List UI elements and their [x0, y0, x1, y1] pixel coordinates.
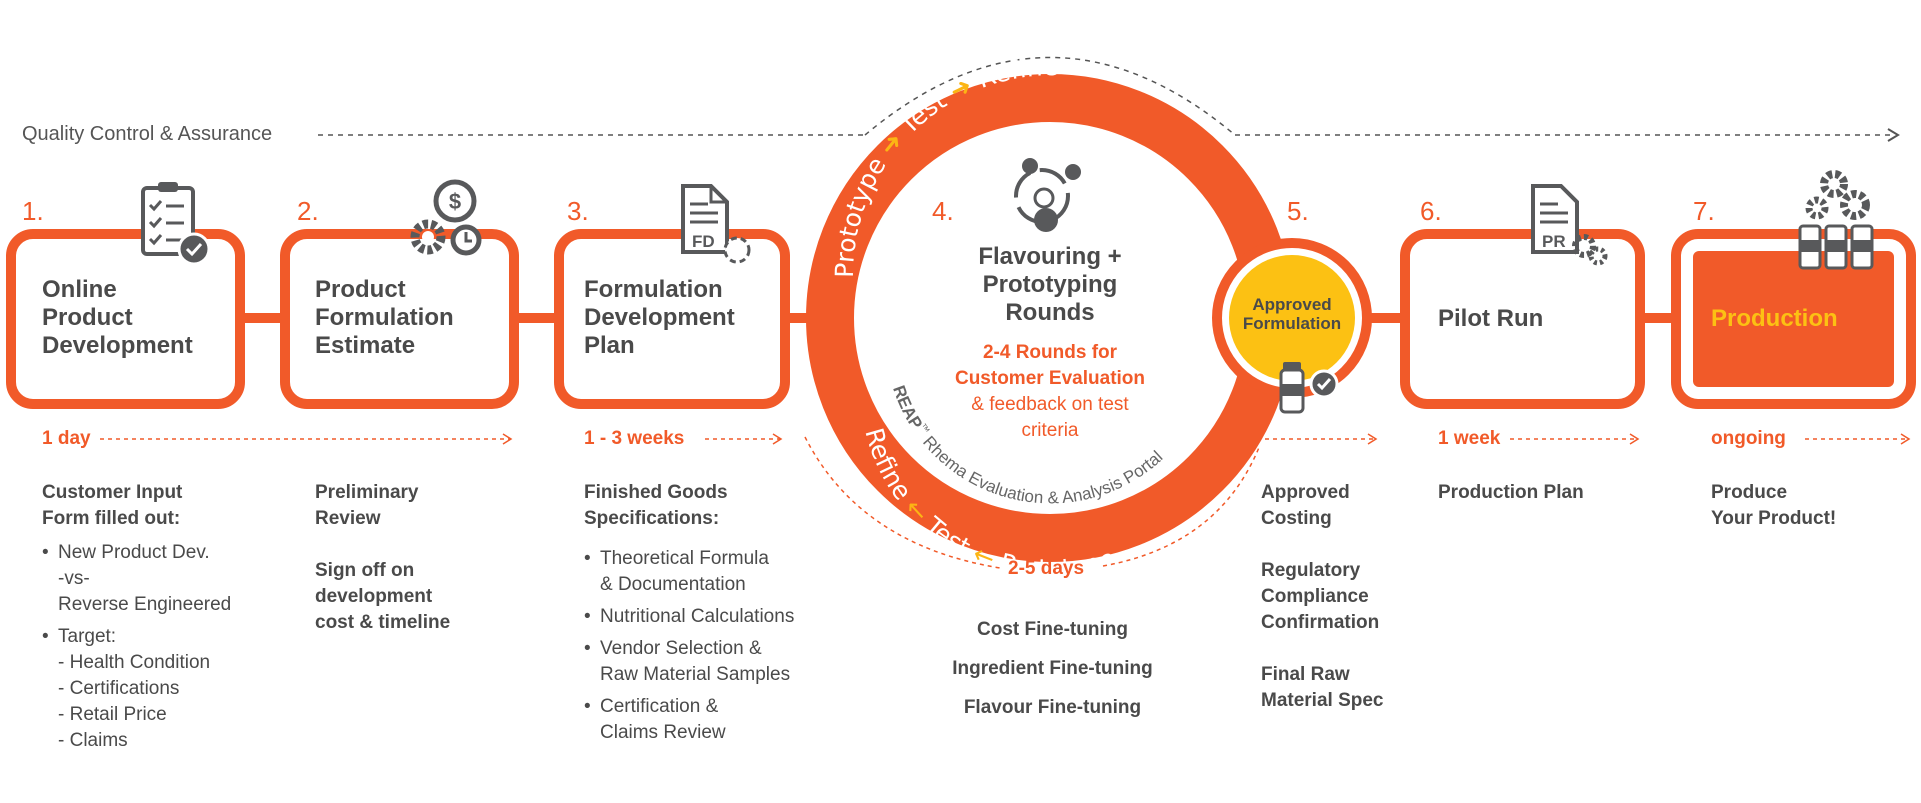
step-3-title: Formulation Development Plan — [584, 276, 735, 359]
step-1-box — [6, 229, 245, 409]
step-2-details: Preliminary Review Sign off on developme… — [315, 480, 545, 636]
factory-bottles-icon — [1798, 170, 1874, 270]
step-3-number: 3. — [567, 196, 589, 226]
qc-label: Quality Control & Assurance — [22, 123, 273, 145]
approved-formulation-disc — [1229, 255, 1355, 381]
step-4-number: 4. — [932, 196, 954, 226]
svg-text:PR: PR — [1542, 232, 1566, 251]
step-4-subtitle: & feedback on test criteria — [971, 394, 1129, 441]
list-item: Certification & Claims Review — [584, 694, 864, 746]
step-6-number: 6. — [1420, 196, 1442, 226]
gears-dollar-icon: $ — [410, 179, 482, 256]
step-3-box — [554, 229, 790, 409]
step-1-title: Online Product Development — [42, 276, 193, 359]
bottle-check-icon — [1279, 362, 1339, 414]
step-1-heading: Customer Input Form filled out: — [42, 482, 183, 529]
step-4-details: Cost Fine-tuning Ingredient Fine-tuning … — [915, 617, 1190, 721]
step-2-title: Product Formulation Estimate — [315, 276, 454, 359]
step-4-item: Flavour Fine-tuning — [963, 697, 1142, 718]
step-4-item: Ingredient Fine-tuning — [952, 658, 1153, 679]
step-2-number: 2. — [297, 196, 319, 226]
step-4-item: Cost Fine-tuning — [977, 619, 1128, 640]
connector-5-6 — [1370, 313, 1405, 323]
list-item: New Product Dev. -vs- Reverse Engineered — [42, 540, 282, 618]
duration-step-3: 1 - 3 weeks — [584, 428, 685, 449]
step-2-line-2: Sign off on development cost & timeline — [315, 560, 451, 633]
connector-1-2 — [240, 313, 285, 323]
step-5-item: Regulatory Compliance Confirmation — [1261, 560, 1380, 633]
step-6-details: Production Plan — [1438, 482, 1584, 503]
step-5-number: 5. — [1287, 196, 1309, 226]
qc-arrowhead — [1887, 128, 1900, 142]
step-2-line-1: Preliminary Review — [315, 482, 419, 529]
svg-text:$: $ — [449, 189, 461, 214]
step-7-title: Production — [1711, 305, 1838, 332]
cycle-lemon-icon — [1014, 158, 1081, 232]
step-3-details: Finished Goods Specifications: Theoretic… — [584, 480, 864, 752]
duration-step-1: 1 day — [42, 428, 91, 449]
step-5-title: Approved Formulation — [1242, 295, 1342, 333]
step-5-item: Approved Costing — [1261, 482, 1350, 529]
step-5-details: Approved Costing Regulatory Compliance C… — [1261, 480, 1421, 714]
step-7-number: 7. — [1693, 196, 1715, 226]
step-1-bullets: New Product Dev. -vs- Reverse Engineered… — [42, 540, 282, 754]
duration-arrows — [100, 433, 1911, 569]
duration-step-7: ongoing — [1711, 428, 1786, 449]
step-1-number: 1. — [22, 196, 44, 226]
list-item: Vendor Selection & Raw Material Samples — [584, 636, 864, 688]
step-1-details: Customer Input Form filled out: New Prod… — [42, 480, 282, 760]
step-7-box-fill — [1693, 251, 1894, 387]
step-5-item: Final Raw Material Spec — [1261, 664, 1384, 711]
step-4-subtitle-bold: 2-4 Rounds for Customer Evaluation — [954, 342, 1146, 389]
duration-step-4: 2-5 days — [1008, 558, 1085, 579]
step-3-bullets: Theoretical Formula & Documentation Nutr… — [584, 546, 864, 746]
step-6-box — [1400, 229, 1645, 409]
connector-6-7 — [1640, 313, 1676, 323]
step-6-title: Pilot Run — [1438, 305, 1544, 332]
fd-document-icon: FD — [681, 184, 751, 264]
svg-text:FD: FD — [692, 232, 715, 251]
list-item: Nutritional Calculations — [584, 604, 864, 630]
qc-dashed-arc — [864, 56, 1236, 136]
step-2-box — [280, 229, 519, 409]
list-item: Target: - Health Condition - Certificati… — [42, 624, 282, 754]
checklist-icon — [141, 182, 211, 266]
connector-2-3 — [514, 313, 559, 323]
duration-step-6: 1 week — [1438, 428, 1501, 449]
step-7-details: Produce Your Product! — [1711, 482, 1837, 529]
list-item: Theoretical Formula & Documentation — [584, 546, 864, 598]
pr-document-icon: PR — [1531, 184, 1608, 266]
step-3-heading: Finished Goods Specifications: — [584, 482, 728, 529]
step-4-title: Flavouring + Prototyping Rounds — [978, 243, 1122, 326]
